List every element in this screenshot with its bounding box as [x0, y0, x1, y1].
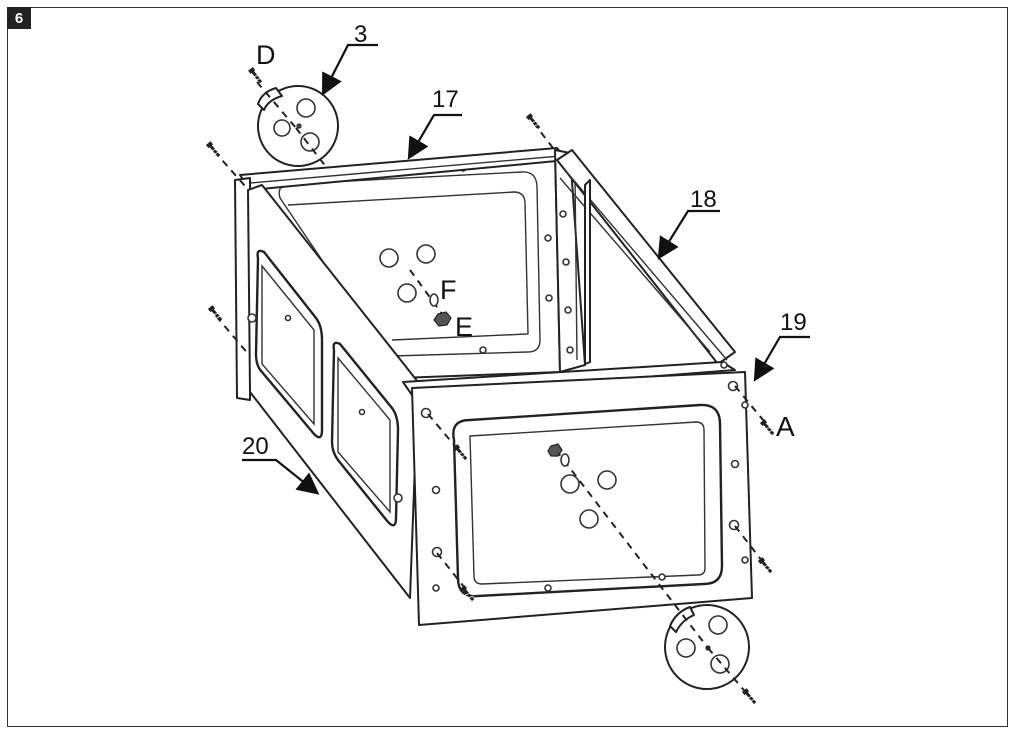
- leader-arrows: [242, 43, 810, 495]
- label-nut-e: E: [455, 312, 473, 342]
- nuts-and-washers: [429, 293, 570, 467]
- nut-e: [433, 311, 452, 327]
- top-disc-part-3: [257, 85, 339, 167]
- diagram-frame: [7, 7, 1008, 727]
- label-part-18: 18: [690, 186, 717, 213]
- label-part-3: 3: [354, 21, 367, 48]
- label-part-17: 17: [432, 86, 459, 113]
- right-rail-18: [556, 149, 736, 365]
- washer-f: [429, 293, 439, 307]
- label-washer-f: F: [440, 275, 457, 305]
- step-number-badge: 6: [7, 7, 31, 29]
- label-screw-d: D: [256, 40, 276, 70]
- rear-right-post: [554, 149, 586, 373]
- label-part-20: 20: [242, 433, 269, 460]
- front-panel-19: [402, 361, 753, 626]
- label-screw-a: A: [776, 411, 795, 442]
- left-panel-20: [234, 177, 419, 599]
- label-part-19: 19: [780, 309, 807, 336]
